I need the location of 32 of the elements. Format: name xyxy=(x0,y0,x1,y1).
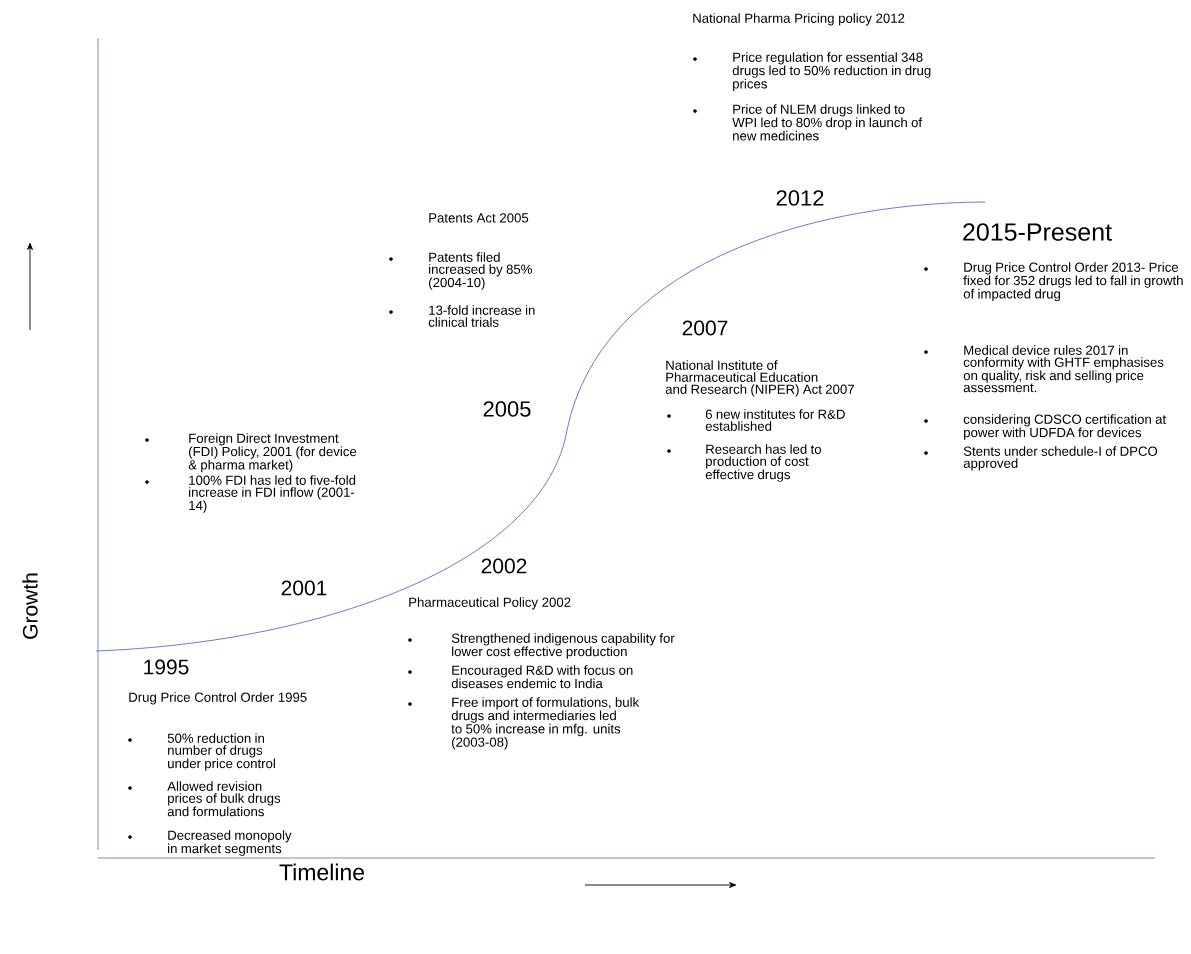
heading: Patents Act 2005 xyxy=(429,213,529,223)
bullet-item: Stents under schedule-I of DPCO approved xyxy=(924,446,1158,471)
bullet-item: Allowed revision prices of bulk drugs and formulations xyxy=(128,781,281,817)
year-label: 2007 xyxy=(682,320,728,336)
year-label: 2002 xyxy=(481,558,527,574)
bullet-item: Encouraged R&D with focus on diseases endemic to India xyxy=(408,665,633,689)
bullet-item: considering CDSCO certification at power with UDFDA for devices xyxy=(924,414,1167,440)
bullet-item: Foreign Direct Investment (FDI) Policy, 2001 (for device & pharma market) xyxy=(145,433,357,473)
bullet-item: Drug Price Control Order 2013- Price fixed for 352 drugs led to fall in growth of impacted drug xyxy=(924,262,1183,302)
year-label: 1995 xyxy=(144,659,189,675)
heading: Pharmaceutical Policy 2002 xyxy=(409,597,571,610)
bullet-item: Medical device rules 2017 in conformity with GHTF emphasises on quality, risk and selling price assessment. xyxy=(924,345,1164,393)
heading: National Institute of Pharmaceutical Education and Research (NIPER) Act 2007 xyxy=(665,360,854,397)
bullet-item: Free import of formulations, bulk drugs and intermediaries led to 50% increase in mfg. units (2003-08) xyxy=(408,697,640,750)
bullet-item: 100% FDI has led to five-fold increase in FDI inflow (2001-14) xyxy=(145,475,356,513)
axis-title: Timeline xyxy=(279,863,364,881)
bullet-item: Price of NLEM drugs linked to WPI led to 80% drop in launch of new medicines xyxy=(693,104,923,141)
bullet-item: Patents filed increased by 85% (2004-10) xyxy=(389,252,532,290)
bullet-item: Price regulation for essential 348 drugs led to 50% reduction in drug prices xyxy=(693,52,931,92)
bullet-item: 50% reduction in number of drugs under price control xyxy=(128,733,275,771)
bullet-item: Strengthened indigenous capability for lower cost effective production xyxy=(408,633,675,659)
bullet-item: Decreased monopoly in market segments xyxy=(128,830,292,856)
year-label: 2015-Present xyxy=(963,223,1112,241)
bullet-item: Research has led to production of cost effective drugs xyxy=(667,444,822,482)
year-label: 2012 xyxy=(776,190,824,206)
heading: Drug Price Control Order 1995 xyxy=(129,692,307,705)
bullet-item: 6 new institutes for R&D established xyxy=(667,409,845,431)
year-label: 2005 xyxy=(483,401,531,417)
bullet-item: 13-fold increase in clinical trials xyxy=(389,305,535,327)
axis-title: Growth xyxy=(22,573,38,639)
heading: National Pharma Pricing policy 2012 xyxy=(693,13,905,26)
year-label: 2001 xyxy=(281,580,327,596)
